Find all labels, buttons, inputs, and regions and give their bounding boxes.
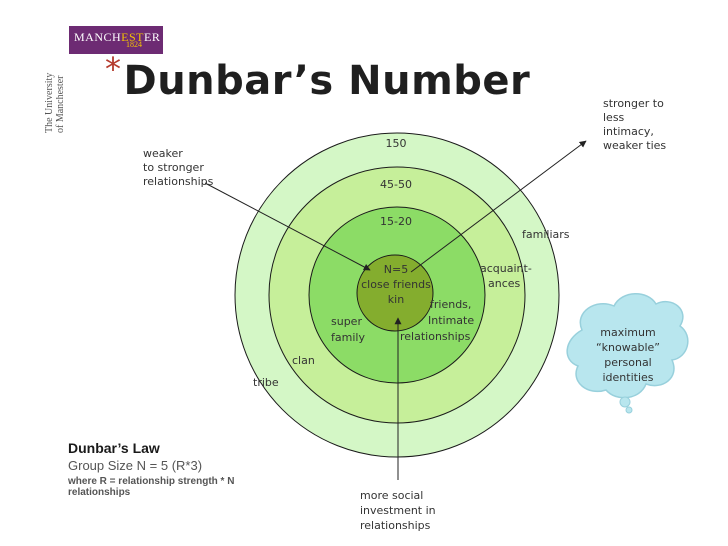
acquaintances-label-1: acquaint-	[480, 262, 532, 275]
title-bullet: *	[105, 50, 122, 88]
arrow-weaker	[204, 182, 371, 271]
note-weaker-line-3: relationships	[143, 175, 214, 188]
note-stronger-line-2: less	[603, 111, 625, 124]
ring-150-label: 150	[386, 137, 407, 150]
note-investment: more social investment in relationships	[360, 488, 436, 533]
logo-text-accent: EST	[121, 30, 145, 44]
cloud-tail-bubble-2	[625, 406, 633, 414]
familiars-label: familiars	[522, 228, 570, 241]
page-title: *Dunbar’s Number	[105, 50, 531, 104]
law-where: where R = relationship strength * N	[68, 476, 235, 487]
dunbar-law-block: Dunbar’s Law Group Size N = 5 (R*3) wher…	[68, 440, 234, 498]
note-stronger-line-1: stronger to	[603, 97, 664, 110]
title-text: Dunbar’s Number	[123, 58, 531, 104]
ring-core	[356, 254, 434, 332]
note-investment-line-2: investment in	[360, 504, 436, 517]
logo-text-a: MANCH	[74, 30, 122, 44]
cloud-tail-bubble-1	[619, 396, 631, 408]
super-family-label-1: super	[331, 315, 362, 328]
law-title: Dunbar’s Law	[68, 440, 160, 456]
note-stronger-line-4: weaker ties	[603, 139, 667, 152]
clan-label: clan	[292, 354, 315, 367]
ring-45-50-label: 45-50	[380, 178, 412, 191]
note-investment-line-1: more social	[360, 489, 424, 502]
note-weaker: weaker to stronger relationships	[143, 147, 213, 189]
ring-15-20-label: 15-20	[380, 215, 412, 228]
note-stronger-line-3: intimacy,	[603, 125, 654, 138]
friends-label-1: friends,	[430, 298, 471, 311]
core-label-kin: kin	[388, 293, 404, 306]
super-family-label-2: family	[331, 331, 365, 344]
core-label-close-friends: close friends	[361, 278, 431, 291]
friends-label-2: Intimate	[428, 314, 474, 327]
cloud-line-2: “knowable”	[596, 341, 660, 354]
cloud-shape	[566, 293, 689, 399]
note-weaker-line-2: to stronger	[143, 161, 204, 174]
acquaintances-label-2: ances	[488, 277, 521, 290]
cloud-line-1: maximum	[600, 326, 655, 339]
core-label-n: N=5	[384, 263, 408, 276]
arrow-stronger	[410, 140, 587, 273]
cloud-line-3: personal	[604, 356, 652, 369]
logo-wordmark: MANCHESTER	[74, 30, 160, 45]
cloud-line-4: identities	[602, 371, 653, 384]
note-stronger: stronger to less intimacy, weaker ties	[603, 97, 666, 153]
logo-year: 1824	[126, 40, 142, 49]
university-logo: MANCHESTER 1824	[69, 26, 163, 54]
law-where-continued: relationships	[68, 487, 131, 498]
tribe-label: tribe	[253, 376, 279, 389]
note-weaker-line-1: weaker	[143, 147, 183, 160]
friends-label-3: relationships	[400, 330, 471, 343]
logo-text-b: ER	[144, 30, 161, 44]
note-investment-line-3: relationships	[360, 519, 431, 532]
law-formula: Group Size N = 5 (R*3)	[68, 458, 203, 473]
